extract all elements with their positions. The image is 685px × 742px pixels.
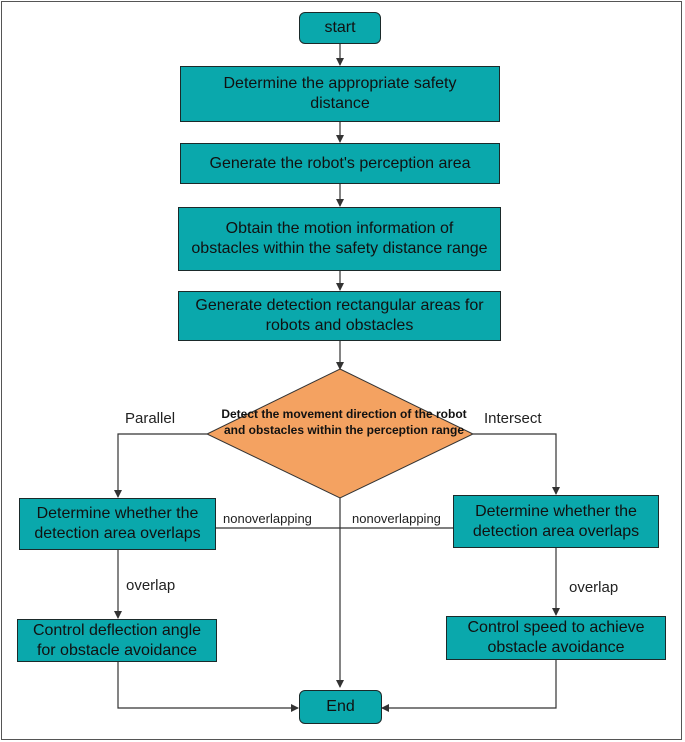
overlap-right-node: Determine whether the detection area ove… bbox=[453, 495, 659, 548]
perception-area-node: Generate the robot's perception area bbox=[180, 143, 500, 184]
arrow-speed-to-end bbox=[381, 660, 557, 712]
start-node: start bbox=[299, 12, 381, 44]
label-overlap-left: overlap bbox=[126, 577, 176, 594]
arrow-deflection-to-end bbox=[117, 662, 299, 712]
motion-info-node: Obtain the motion information of obstacl… bbox=[178, 207, 501, 271]
label-nonoverlap-left: nonoverlapping bbox=[223, 511, 312, 526]
label-intersect: Intersect bbox=[484, 410, 542, 427]
label-parallel: Parallel bbox=[125, 410, 176, 427]
label-overlap-right: overlap bbox=[569, 579, 619, 596]
overlap-left-node: Determine whether the detection area ove… bbox=[19, 498, 216, 550]
arrow-parallel-branch bbox=[114, 433, 207, 498]
arrow-intersect-branch bbox=[473, 433, 560, 495]
deflection-node: Control deflection angle for obstacle av… bbox=[17, 619, 217, 662]
safety-distance-node: Determine the appropriate safety distanc… bbox=[180, 66, 500, 122]
label-nonoverlap-right: nonoverlapping bbox=[352, 511, 441, 526]
detection-rect-node: Generate detection rectangular areas for… bbox=[178, 291, 501, 341]
decision-diamond bbox=[205, 368, 475, 499]
speed-node: Control speed to achieve obstacle avoida… bbox=[446, 616, 666, 660]
end-node: End bbox=[299, 690, 382, 724]
decision-text: Detect the movement direction of the rob… bbox=[221, 407, 467, 437]
